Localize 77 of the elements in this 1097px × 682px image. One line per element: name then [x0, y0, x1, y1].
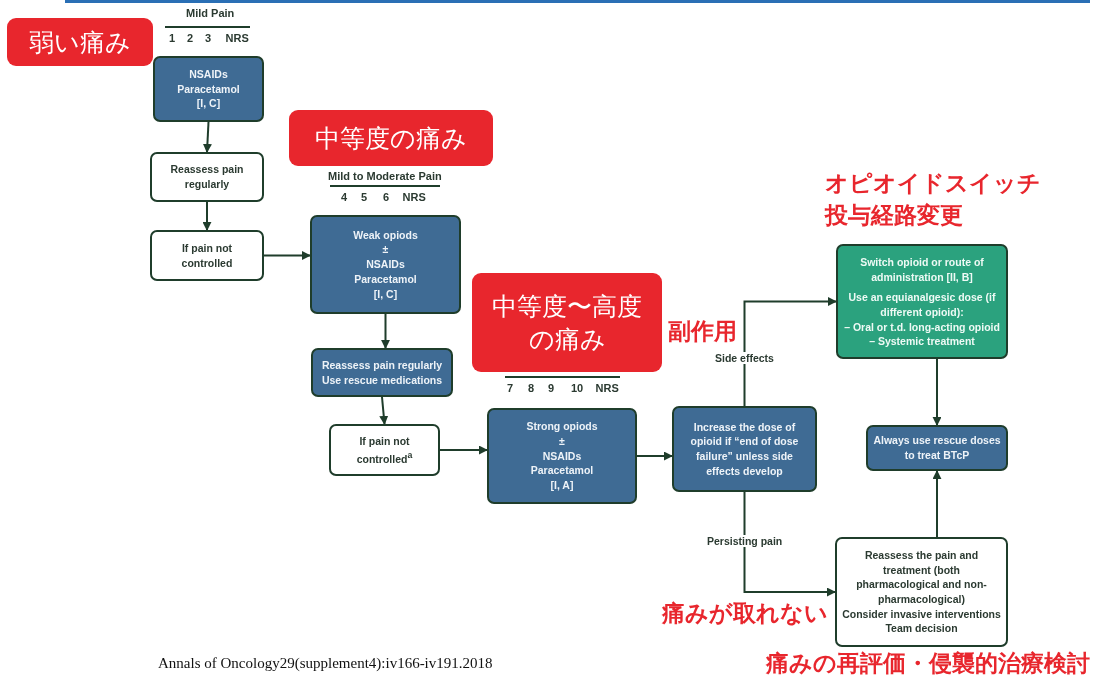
- process-box: [153, 56, 264, 122]
- box-text: Reassess pain regularly: [321, 357, 443, 373]
- box-text: Always use rescue doses to treat BTcP: [873, 433, 1001, 463]
- box-text: If pain not controlled: [180, 240, 234, 271]
- box-text: NSAIDs: [366, 257, 405, 272]
- box-text: Reassess pain regularly: [169, 162, 245, 192]
- scale-number: NRS: [595, 382, 619, 394]
- annotation-text: 痛みが取れない: [662, 600, 828, 628]
- scale-number: 6: [383, 191, 390, 203]
- scale-number: 2: [187, 32, 194, 44]
- box-text: Paracetamol: [530, 463, 594, 479]
- annotation-text: 副作用: [668, 318, 737, 346]
- process-box: [310, 215, 461, 314]
- box-text: Weak opiods: [353, 227, 418, 243]
- arrow: [932, 470, 942, 538]
- step-box: [150, 230, 264, 281]
- process-box: [311, 348, 453, 397]
- scale-number: NRS: [402, 191, 426, 203]
- process-box: [487, 408, 637, 504]
- box-text: ±: [559, 433, 565, 449]
- box-text: [I, C]: [373, 286, 398, 302]
- box-text: Team decision: [885, 621, 958, 637]
- scale-number: NRS: [225, 32, 249, 44]
- box-text: Use an equianalgesic dose (if different opioid):: [847, 290, 997, 320]
- process-box: [672, 406, 817, 492]
- scale-number: 4: [341, 191, 348, 203]
- step-box: [835, 537, 1008, 647]
- arrow: [743, 297, 837, 407]
- box-text: Use rescue medications: [321, 372, 443, 388]
- box-text: [I, A]: [550, 478, 574, 493]
- arrow: [636, 451, 673, 461]
- arrow: [439, 445, 488, 455]
- box-text: ±: [382, 242, 389, 258]
- box-text: Consider invasive interventions: [842, 606, 1001, 622]
- scale-number: 9: [548, 382, 555, 394]
- callout-text: 弱い痛み: [29, 26, 131, 58]
- box-text: Strong opiods: [526, 419, 598, 434]
- box-text: Switch opioid or route of administration [II, B]: [859, 255, 985, 285]
- scale-number: 10: [571, 382, 584, 394]
- arrow: [381, 313, 390, 349]
- box-text: – Systemic treatment: [869, 334, 975, 350]
- arrow: [202, 201, 212, 231]
- box-text: Paracetamol: [354, 271, 417, 287]
- callout-box: [472, 273, 662, 372]
- box-text: [I, C]: [196, 96, 221, 112]
- callout-text: 中等度の痛み: [315, 122, 467, 154]
- callout-text: 中等度〜高度の痛み: [492, 291, 642, 355]
- process-box: [836, 244, 1008, 359]
- callout-box: [289, 110, 493, 166]
- step-box: [329, 424, 440, 476]
- callout-box: [7, 18, 153, 66]
- arrow: [202, 121, 212, 153]
- annotation-text: 投与経路変更: [825, 202, 963, 230]
- scale-number: 7: [507, 382, 514, 394]
- edge-label: Side effects: [713, 352, 776, 364]
- scale-number: 3: [205, 32, 212, 44]
- annotation-text: オピオイドスイッチ: [825, 170, 1041, 198]
- scale-number: 5: [361, 191, 368, 203]
- box-text: NSAIDs: [189, 66, 228, 82]
- arrow: [932, 358, 942, 426]
- edge-label: Persisting pain: [705, 535, 785, 547]
- box-text: Increase the dose of opioid if “end of dose failure” unless side effects develop: [689, 419, 800, 479]
- annotation-text: 痛みの再評価・侵襲的治療検討: [766, 650, 1090, 678]
- scale-number: 1: [169, 32, 176, 44]
- box-text: Reassess the pain and treatment (both pharmacological and non-pharmacological): [855, 547, 988, 607]
- arrow: [263, 251, 311, 260]
- box-text: NSAIDs: [542, 448, 582, 464]
- arrow: [743, 491, 836, 597]
- step-box: [150, 152, 264, 202]
- process-box: [866, 425, 1008, 471]
- citation-text: Annals of Oncology29(supplement4):iv166-iv191.2018: [158, 655, 493, 672]
- box-text: If pain not controlled$^{a}$: [355, 434, 414, 466]
- scale-number: 8: [528, 382, 535, 394]
- scale-heading: Mild Pain: [186, 7, 235, 19]
- arrow: [379, 396, 389, 425]
- box-text: – Oral or t.d. long-acting opioid: [844, 319, 1000, 335]
- box-text: Paracetamol: [177, 81, 240, 97]
